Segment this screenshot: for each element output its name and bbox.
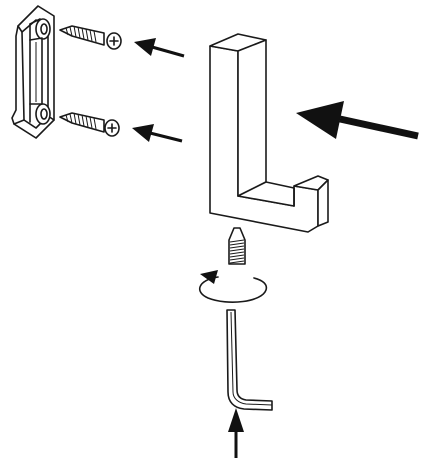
hex-key: [226, 309, 273, 411]
wood-screw-upper: [59, 25, 122, 50]
arrow-hex-key: [228, 408, 244, 458]
arrow-upper-screw: [134, 38, 185, 58]
arrow-hook: [296, 101, 419, 140]
mounting-bracket: [11, 5, 55, 139]
arrow-lower-screw: [132, 124, 183, 143]
rotation-arrow: [198, 270, 268, 303]
hook: [209, 33, 329, 233]
wood-screw-lower: [59, 112, 120, 137]
set-screw: [228, 227, 246, 265]
